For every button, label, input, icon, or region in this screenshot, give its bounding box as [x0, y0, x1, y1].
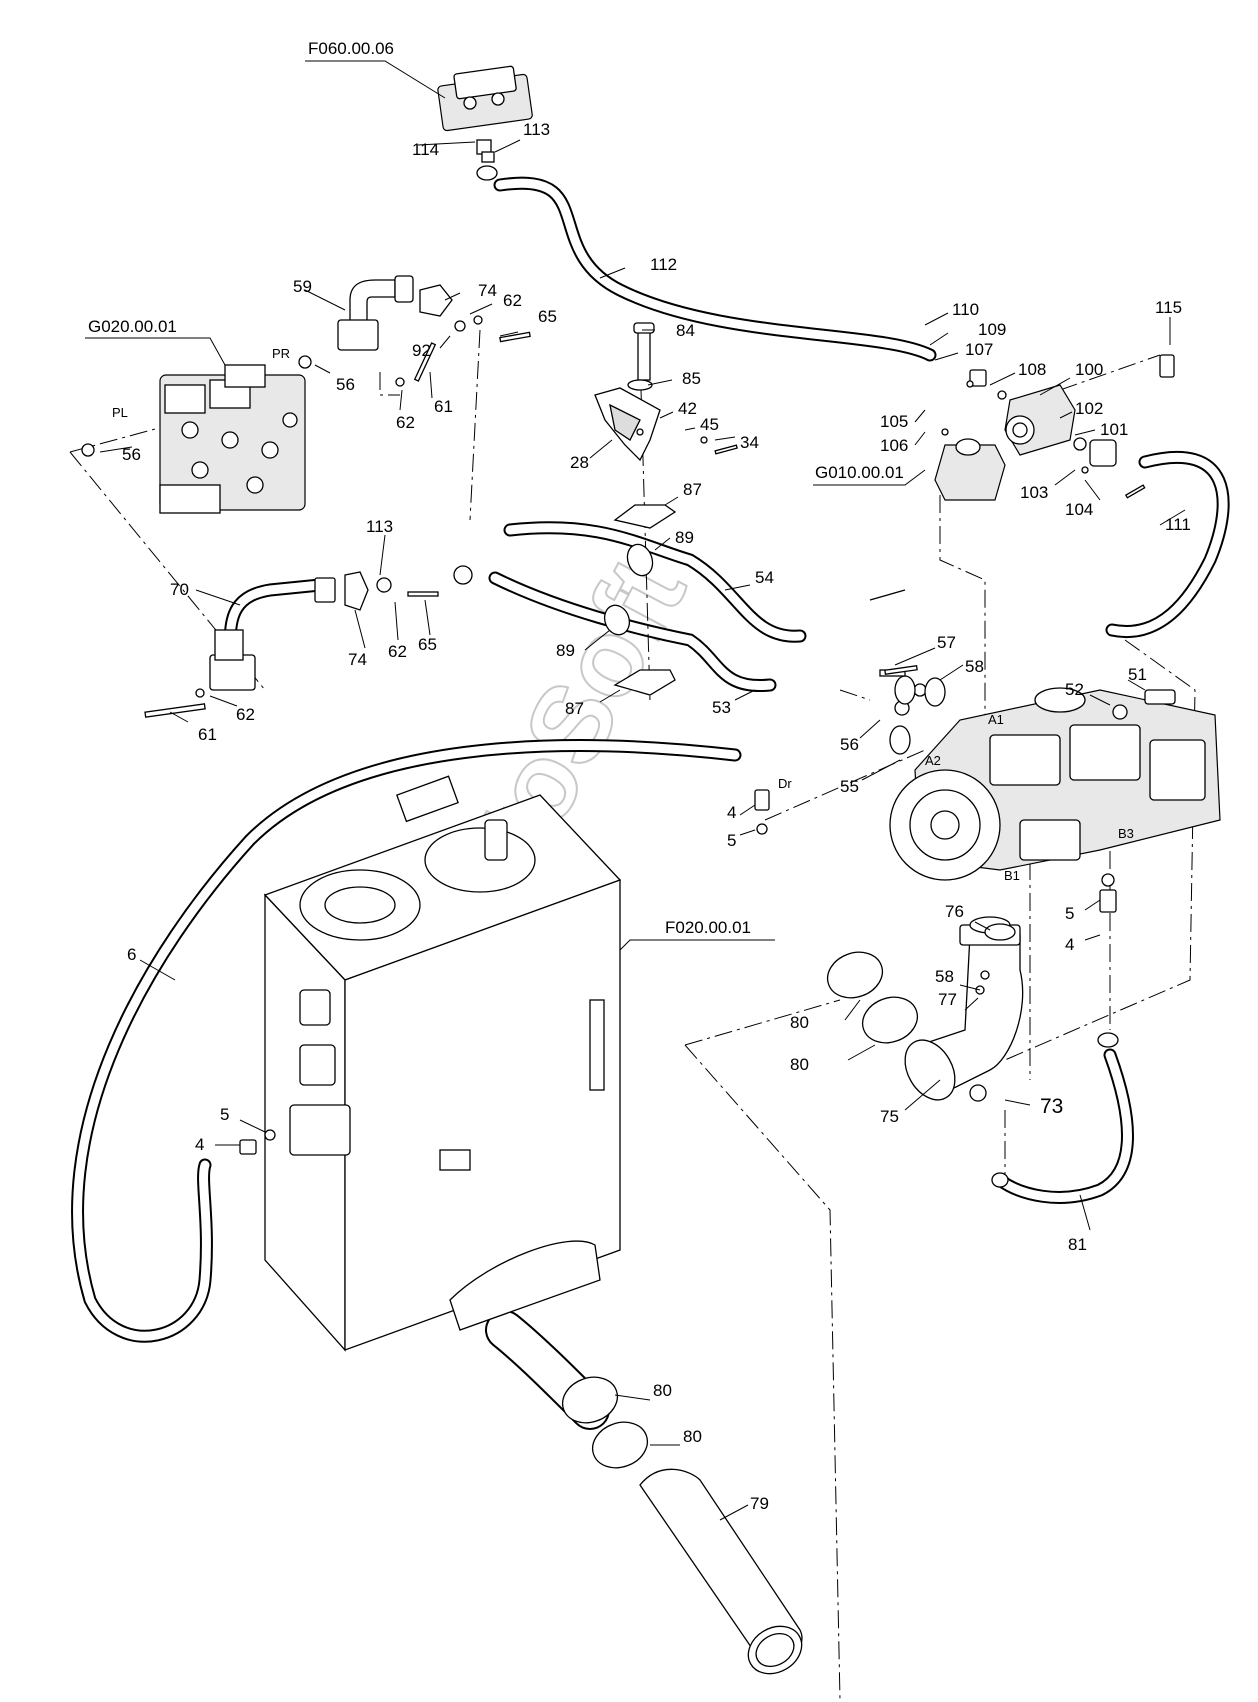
callout-label: 28 [570, 453, 589, 472]
leader-lines [85, 60, 1186, 1521]
port-b3: B3 [1118, 826, 1134, 841]
callout-label: 54 [755, 568, 774, 587]
callout-label: 56 [840, 735, 859, 754]
small-fittings [81, 315, 1176, 1188]
callout-label: 89 [556, 641, 575, 660]
callout-label: 6 [127, 945, 136, 964]
callout-label: 55 [840, 777, 859, 796]
reference-labels: F060.00.06 G020.00.01 G010.00.01 F020.00… [88, 39, 904, 937]
callout-label: 92 [412, 341, 431, 360]
hose-rings-89 [603, 543, 654, 636]
callout-label: 109 [978, 320, 1006, 339]
callout-label: 62 [236, 705, 255, 724]
callout-label: 53 [712, 698, 731, 717]
callout-label: 103 [1020, 483, 1048, 502]
callout-label: 84 [676, 321, 695, 340]
callout-label: 100 [1075, 360, 1103, 379]
callout-label: 52 [1065, 680, 1084, 699]
callout-label: 115 [1155, 298, 1182, 317]
callout-label: 113 [366, 517, 393, 536]
callout-label: 59 [293, 277, 312, 296]
hose-clamps-80 [561, 951, 919, 1469]
callout-label: 110 [952, 300, 979, 319]
callout-label: 4 [195, 1135, 204, 1154]
callout-label: 85 [682, 369, 701, 388]
callout-label: 107 [965, 340, 993, 359]
suction-tube-79 [639, 1468, 803, 1675]
callout-label: 45 [700, 415, 719, 434]
ref-g010: G010.00.01 [815, 463, 904, 482]
port-dr: Dr [778, 776, 792, 791]
callout-label: 5 [1065, 904, 1074, 923]
callout-label: 57 [937, 633, 956, 652]
callout-numbers: 114 113 112 59 74 62 65 92 56 61 62 84 8… [122, 120, 1191, 1513]
main-pump [889, 687, 1221, 881]
callout-label: 104 [1065, 500, 1093, 519]
callout-label: 79 [750, 1494, 769, 1513]
callout-label: 34 [740, 433, 759, 452]
callout-label: 106 [880, 436, 908, 455]
flange-70 [209, 571, 369, 691]
f060-valve-block [437, 65, 533, 181]
callout-label: 89 [675, 528, 694, 547]
callout-label: 62 [503, 291, 522, 310]
hydraulic-tank [263, 775, 622, 1352]
callout-label: 4 [1065, 935, 1074, 954]
callout-label: 65 [538, 307, 557, 326]
callout-label: 5 [220, 1105, 229, 1124]
callout-label: 74 [348, 650, 367, 669]
port-a1: A1 [988, 712, 1004, 727]
callout-label: 58 [965, 657, 984, 676]
callout-label: 80 [683, 1427, 702, 1446]
callout-label: 114 [412, 140, 439, 159]
callout-label: 80 [790, 1013, 809, 1032]
callout-label: 61 [434, 397, 453, 416]
port-pl: PL [112, 405, 128, 420]
callout-label: 80 [790, 1055, 809, 1074]
callout-label: 75 [880, 1107, 899, 1126]
callout-label: 73 [1040, 1095, 1063, 1118]
elbow-fitting-59 [337, 275, 453, 351]
callout-label: 4 [727, 803, 736, 822]
callout-label: 102 [1075, 399, 1103, 418]
callout-label: 87 [683, 480, 702, 499]
port-b1: B1 [1004, 868, 1020, 883]
callout-label: 56 [122, 445, 141, 464]
port-labels: PR PL Dr A1 A2 B1 B3 [112, 346, 1134, 883]
callout-label: 105 [880, 412, 908, 431]
ref-f060: F060.00.06 [308, 39, 394, 58]
callout-label: 81 [1068, 1235, 1087, 1254]
ref-g020: G020.00.01 [88, 317, 177, 336]
callout-label: 111 [1165, 515, 1191, 534]
callout-label: 70 [170, 580, 189, 599]
callout-label: 65 [418, 635, 437, 654]
callout-label: 76 [945, 902, 964, 921]
callout-label: 58 [935, 967, 954, 986]
callout-label: 112 [650, 255, 677, 274]
callout-label: 108 [1018, 360, 1046, 379]
g010-pump-mount [934, 354, 1175, 501]
ref-f020: F020.00.01 [665, 918, 751, 937]
callout-label: 87 [565, 699, 584, 718]
callout-label: 77 [938, 990, 957, 1009]
port-a2: A2 [925, 753, 941, 768]
port-pr: PR [272, 346, 290, 361]
callout-label: 5 [727, 831, 736, 850]
callout-label: 74 [478, 281, 497, 300]
callout-label: 51 [1128, 665, 1147, 684]
callout-label: 62 [388, 642, 407, 661]
bracket-28 [594, 322, 661, 462]
callout-label: 80 [653, 1381, 672, 1400]
g020-control-valve [159, 364, 306, 514]
callout-label: 61 [198, 725, 217, 744]
callout-label: 56 [336, 375, 355, 394]
callout-label: 62 [396, 413, 415, 432]
callout-label: 42 [678, 399, 697, 418]
callout-label: 101 [1100, 420, 1128, 439]
callout-label: 113 [523, 120, 550, 139]
clamp-87 [613, 504, 677, 696]
